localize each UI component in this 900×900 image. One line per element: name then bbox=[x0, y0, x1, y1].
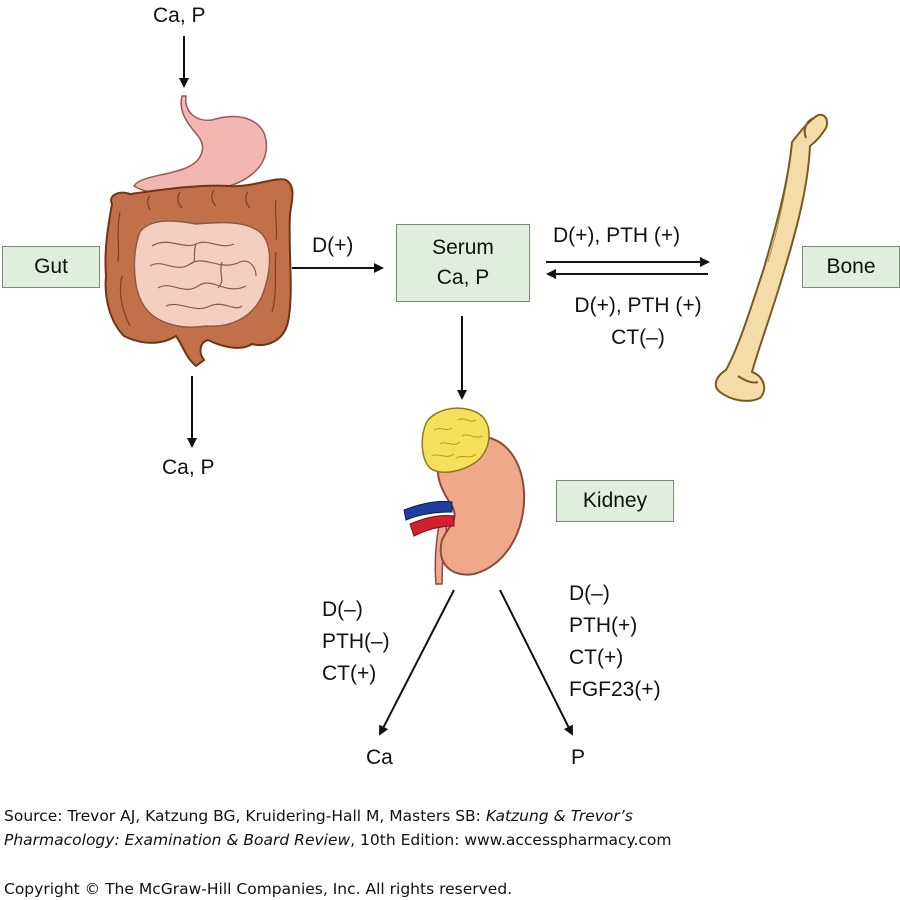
arrow-kidney-to-p bbox=[499, 589, 573, 736]
kidney-illustration bbox=[403, 407, 526, 585]
renal-artery bbox=[409, 515, 455, 537]
gut-to-serum-label: D(+) bbox=[312, 234, 354, 257]
ca-factors: D(–) PTH(–) CT(+) bbox=[322, 594, 390, 690]
small-intestine-illustration bbox=[133, 220, 271, 328]
stomach-illustration bbox=[132, 95, 268, 195]
gut-input-label: Ca, P bbox=[153, 4, 206, 27]
gut-output-label: Ca, P bbox=[162, 456, 215, 479]
serum-box-line2: Ca, P bbox=[436, 266, 490, 289]
arrow-kidney-to-ca bbox=[379, 589, 455, 736]
p-factor-d: D(–) bbox=[569, 582, 610, 605]
kidney-box: Kidney bbox=[556, 480, 674, 522]
gut-illustration bbox=[104, 95, 294, 368]
p-factor-fgf23: FGF23(+) bbox=[569, 678, 661, 701]
bone-to-serum-labels: D(+), PTH (+) CT(–) bbox=[548, 290, 728, 354]
p-factor-pth: PTH(+) bbox=[569, 614, 638, 637]
source-citation: Source: Trevor AJ, Katzung BG, Kruiderin… bbox=[4, 804, 672, 852]
source-title-line1: Katzung & Trevor’s bbox=[485, 807, 633, 825]
source-title-line2: Pharmacology: Examination & Board Review bbox=[4, 831, 351, 849]
bone-box: Bone bbox=[802, 246, 900, 288]
source-prefix: Source: Trevor AJ, Katzung BG, Kruiderin… bbox=[4, 807, 486, 825]
ca-factor-d: D(–) bbox=[322, 598, 363, 621]
ca-factor-pth: PTH(–) bbox=[322, 630, 390, 653]
p-output-label: P bbox=[571, 746, 586, 769]
bone-illustration bbox=[714, 113, 828, 402]
serum-box-line1: Serum bbox=[432, 236, 494, 259]
renal-vein bbox=[403, 501, 453, 521]
gut-box: Gut bbox=[2, 246, 100, 288]
bone-to-serum-line1: D(+), PTH (+) bbox=[574, 294, 702, 317]
ca-output-label: Ca bbox=[366, 746, 393, 769]
source-suffix: , 10th Edition: www.accesspharmacy.com bbox=[350, 831, 672, 849]
serum-box: Serum Ca, P bbox=[396, 224, 530, 302]
p-factor-ct: CT(+) bbox=[569, 646, 624, 669]
bone-to-serum-line2: CT(–) bbox=[611, 326, 665, 349]
ca-factor-ct: CT(+) bbox=[322, 662, 377, 685]
p-factors: D(–) PTH(+) CT(+) FGF23(+) bbox=[569, 578, 661, 706]
serum-to-bone-label: D(+), PTH (+) bbox=[553, 224, 681, 247]
copyright-notice: Copyright © The McGraw-Hill Companies, I… bbox=[4, 880, 513, 898]
